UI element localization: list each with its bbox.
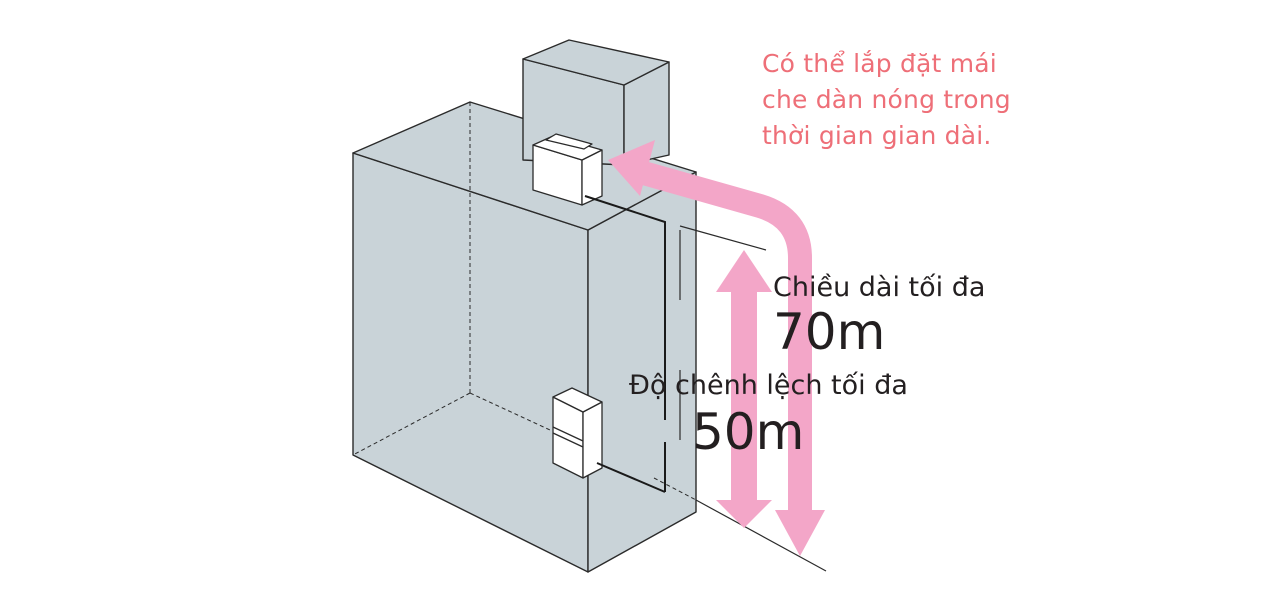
max-length-value: 70m <box>773 303 886 361</box>
outdoor-unit <box>532 133 603 206</box>
refrigerant-pipe <box>584 195 666 493</box>
length-arrow <box>608 140 825 556</box>
note-line: thời gian gian dài. <box>762 121 992 150</box>
hidden-edges <box>352 102 697 501</box>
reference-lines <box>679 225 827 572</box>
indoor-unit <box>552 387 603 479</box>
note-line: che dàn nóng trong <box>762 85 1011 114</box>
max-height-difference-value: 50m <box>692 403 805 461</box>
max-length-label: Chiều dài tối đa <box>773 272 986 303</box>
note-line: Có thể lắp đặt mái <box>762 49 997 78</box>
height-difference-arrow <box>716 250 772 528</box>
max-height-difference-label: Độ chênh lệch tối đa <box>629 370 908 401</box>
roof-installation-note: Có thể lắp đặt mái che dàn nóng trong th… <box>762 46 1011 154</box>
